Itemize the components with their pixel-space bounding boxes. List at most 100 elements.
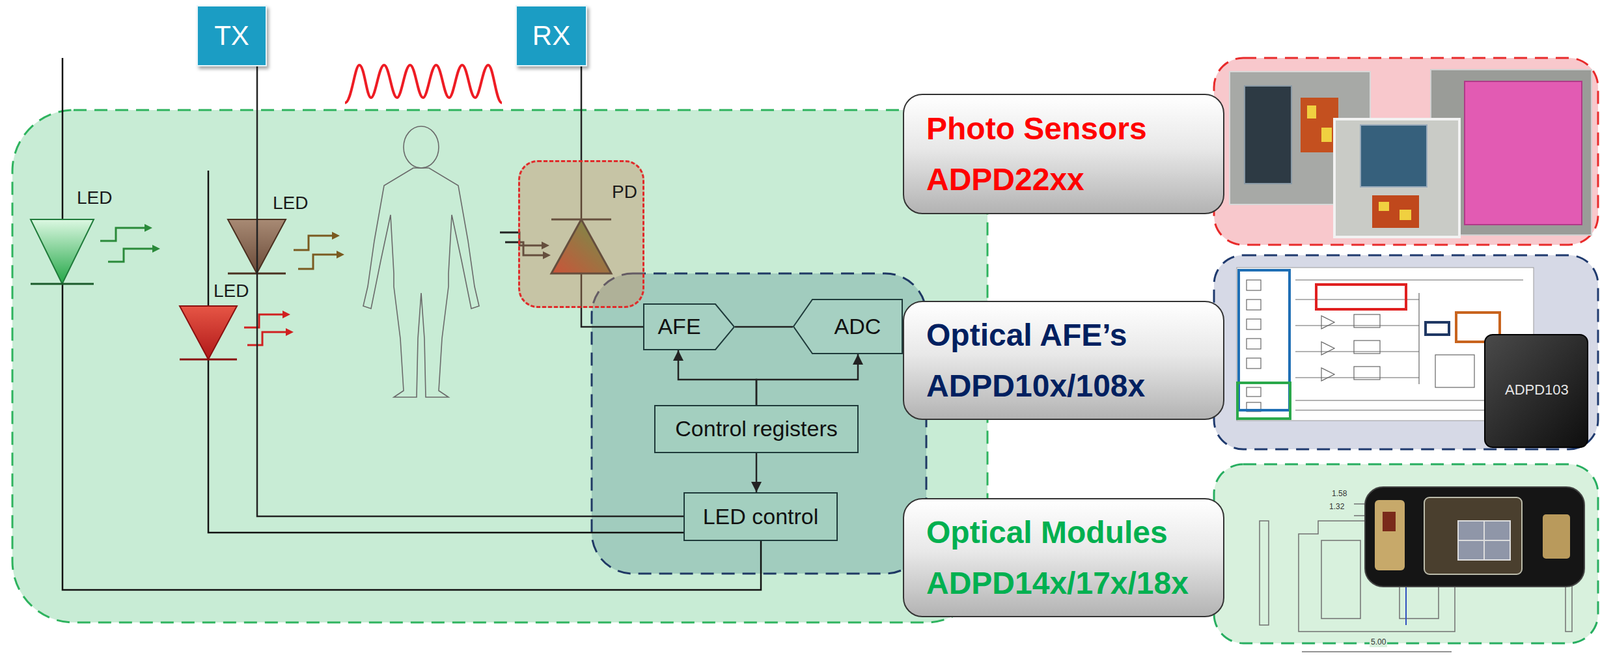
module-panel xyxy=(1542,514,1571,559)
led-symbol xyxy=(30,219,94,284)
pulse-waveform xyxy=(344,65,502,103)
light-arrows xyxy=(244,314,283,328)
photo-sensor-panel xyxy=(1321,127,1332,142)
afe-panel xyxy=(1484,334,1588,448)
photodiode-box: PD xyxy=(518,160,645,308)
photo-sensor-panel xyxy=(1399,209,1412,221)
module-panel xyxy=(1213,464,1599,652)
component-label: PD xyxy=(611,181,638,203)
afe-panel xyxy=(1213,255,1599,450)
afe-panel xyxy=(1435,354,1475,388)
light-arrows xyxy=(100,227,145,241)
tx-tag: TX xyxy=(196,5,267,67)
light-arrows xyxy=(293,235,332,250)
signal-line xyxy=(756,354,858,405)
photo-sensor-panel xyxy=(1334,119,1460,237)
led-symbol xyxy=(179,358,237,361)
component-label: LED xyxy=(213,280,249,302)
afe-panel xyxy=(1321,315,1335,381)
dimension-label: 1.32 xyxy=(1329,502,1345,512)
component-label: LED xyxy=(76,187,112,209)
photo-sensor-panel xyxy=(1464,81,1582,225)
afe-block: AFE xyxy=(643,303,735,351)
callout-text: Photo Sensors xyxy=(926,110,1147,147)
module-panel xyxy=(1321,540,1361,619)
led-symbol xyxy=(179,305,237,360)
afe-region xyxy=(591,273,927,574)
afe-region xyxy=(591,273,927,574)
afe-outline xyxy=(643,303,735,350)
block-label: Control registers xyxy=(675,415,838,442)
module-panel xyxy=(1424,497,1522,575)
block-label: ADC xyxy=(834,313,882,340)
afe-panel xyxy=(1353,314,1380,328)
led-wires xyxy=(62,57,761,590)
afe-panel xyxy=(1246,387,1261,397)
dimension-label: 5.00 xyxy=(1369,637,1388,648)
afe-panel xyxy=(1237,382,1291,419)
photo-sensor-panel xyxy=(1213,57,1599,245)
human-figure xyxy=(363,126,480,398)
module-panel xyxy=(1259,520,1269,625)
human-figure xyxy=(363,167,480,398)
module-panel xyxy=(1382,511,1396,532)
register-box: Control registers xyxy=(654,404,859,454)
rx-tag: RX xyxy=(515,5,588,67)
dimension-label: 1.58 xyxy=(1331,489,1347,499)
afe-panel xyxy=(1238,270,1290,411)
module-panel xyxy=(1374,499,1405,571)
afe-panel xyxy=(1246,279,1261,291)
light-arrows xyxy=(247,331,286,345)
light-arrows xyxy=(144,223,153,232)
sensor-region xyxy=(12,110,988,623)
callout-text: Optical Modules xyxy=(926,514,1168,551)
afe-panel xyxy=(1246,358,1261,369)
afe-panel xyxy=(1316,284,1407,310)
signal-line xyxy=(755,453,758,493)
photo-sensor-panel xyxy=(1213,57,1599,245)
light-arrows xyxy=(298,254,337,269)
sensor-region xyxy=(12,110,988,623)
photo-sensor-panel xyxy=(1360,124,1427,187)
module-panel xyxy=(1458,539,1511,541)
callout-text: ADPD10x/108x xyxy=(926,367,1145,404)
afe-panel xyxy=(1353,366,1380,380)
afe-panel xyxy=(1295,324,1420,326)
led-control-box: LED control xyxy=(683,492,838,541)
dimension-label: 1.32 xyxy=(1329,502,1345,512)
afe-panel xyxy=(1246,318,1261,330)
component-label: LED xyxy=(272,192,308,214)
callout-text: ADPD22xx xyxy=(926,161,1085,198)
afe-panel xyxy=(1295,279,1524,280)
product-callout: Photo SensorsADPD22xx xyxy=(902,93,1225,215)
afe-panel xyxy=(1246,299,1261,310)
tag-text: TX xyxy=(214,20,250,52)
callout-text: Optical AFE’s xyxy=(926,317,1128,353)
chip-marking: ADPD103 xyxy=(1504,381,1569,398)
component-label: LED xyxy=(213,280,249,302)
light-arrows xyxy=(282,310,291,319)
dimension-label: 5.00 xyxy=(1369,637,1388,648)
afe-panel xyxy=(1246,279,1524,412)
product-callout: Optical AFE’sADPD10x/108x xyxy=(902,300,1225,420)
module-panel xyxy=(1301,650,1452,653)
chip-marking: ADPD103 xyxy=(1504,381,1569,398)
afe-panel xyxy=(1213,255,1599,450)
afe-panel xyxy=(1295,376,1420,378)
callout-text: ADPD14x/17x/18x xyxy=(926,565,1189,601)
adc-block: ADC xyxy=(792,298,903,355)
component-label: LED xyxy=(76,187,112,209)
photo-sensor-panel xyxy=(1307,105,1317,119)
pulse-waveform xyxy=(344,65,502,103)
light-arrows xyxy=(108,248,153,262)
signal-line xyxy=(257,66,684,517)
module-panel xyxy=(1213,464,1599,644)
afe-panel xyxy=(1295,298,1420,300)
signal-line xyxy=(580,66,583,161)
photo-sensor-panel xyxy=(1300,97,1339,153)
signal-line xyxy=(581,307,644,327)
adc-outline xyxy=(793,299,903,354)
light-arrows xyxy=(336,250,345,259)
light-arrows xyxy=(100,223,551,345)
block-label: AFE xyxy=(657,313,701,340)
